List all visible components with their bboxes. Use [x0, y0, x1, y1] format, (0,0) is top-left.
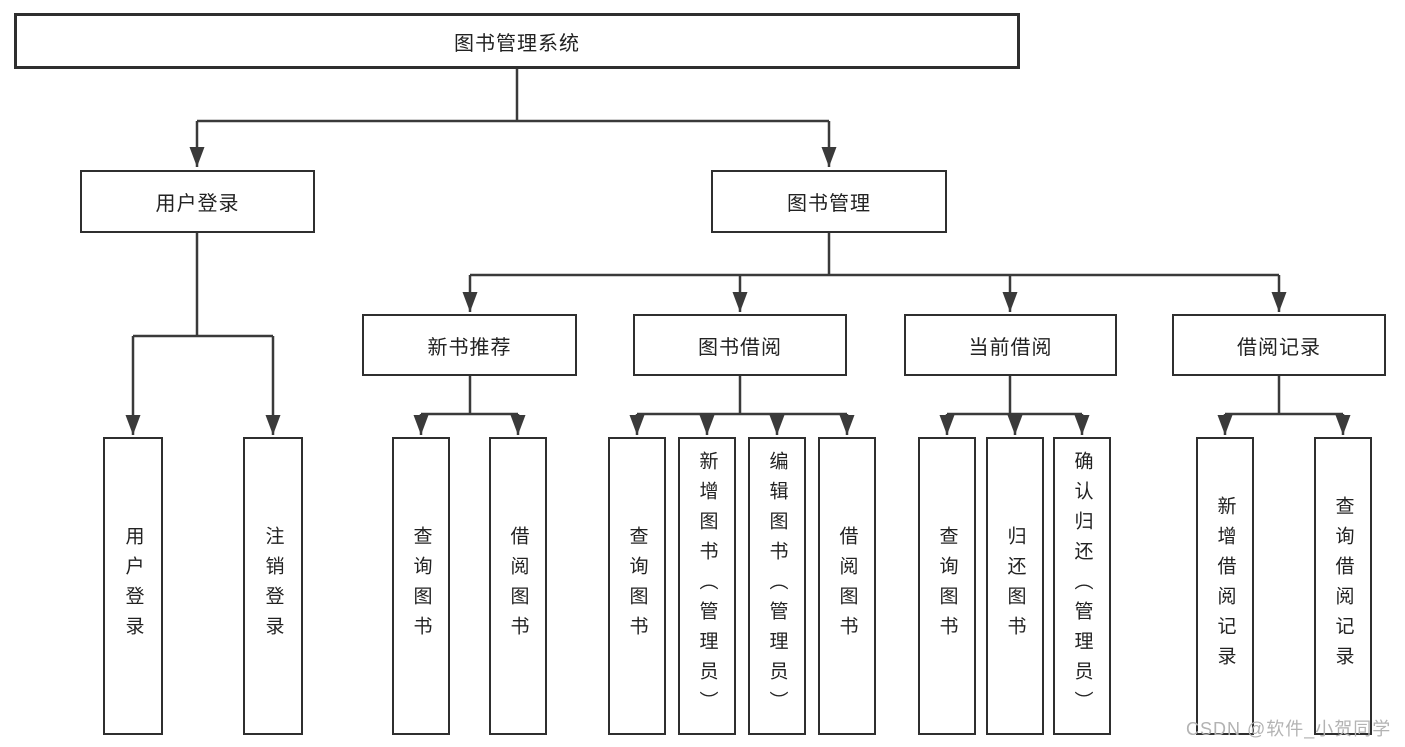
leaf-borrow-books-1: 借阅图书: [489, 437, 547, 735]
leaf-logout-label: 注销登录: [262, 526, 284, 646]
leaf-user-login-label: 用户登录: [122, 526, 144, 646]
connector-current-borrow-children: [939, 376, 1090, 435]
node-current-borrowing-label: 当前借阅: [968, 336, 1053, 359]
node-root-system: 图书管理系统: [14, 13, 1020, 69]
leaf-confirm-return-admin: 确认归还（管理员）: [1053, 437, 1111, 735]
leaf-query-books-3-label: 查询图书: [936, 526, 958, 646]
leaf-return-books: 归还图书: [986, 437, 1044, 735]
connector-book-borrow-children: [629, 376, 855, 435]
node-user-login: 用户登录: [80, 170, 315, 233]
leaf-user-login: 用户登录: [103, 437, 163, 735]
leaf-edit-books-admin-label: 编辑图书（管理员）: [766, 451, 788, 721]
leaf-query-books-1: 查询图书: [392, 437, 450, 735]
node-root-label: 图书管理系统: [454, 32, 580, 55]
connector-user-login-children: [125, 233, 281, 435]
leaf-borrow-books-2: 借阅图书: [818, 437, 876, 735]
node-user-login-label: 用户登录: [155, 193, 240, 215]
leaf-query-books-2: 查询图书: [608, 437, 666, 735]
leaf-query-books-2-label: 查询图书: [626, 526, 648, 646]
leaf-add-books-admin-label: 新增图书（管理员）: [696, 451, 718, 721]
leaf-logout: 注销登录: [243, 437, 303, 735]
node-book-management-label: 图书管理: [787, 193, 871, 215]
leaf-add-books-admin: 新增图书（管理员）: [678, 437, 736, 735]
leaf-return-books-label: 归还图书: [1004, 526, 1026, 646]
leaf-query-books-3: 查询图书: [918, 437, 976, 735]
connector-book-mgmt-children: [462, 233, 1287, 312]
leaf-add-borrow-record-label: 新增借阅记录: [1214, 496, 1236, 676]
node-book-borrowing: 图书借阅: [633, 314, 847, 376]
leaf-borrow-books-2-label: 借阅图书: [836, 526, 858, 646]
leaf-borrow-books-1-label: 借阅图书: [507, 526, 529, 646]
node-new-book-recommend: 新书推荐: [362, 314, 577, 376]
csdn-watermark-text: CSDN @软件_小贺同学: [1186, 719, 1392, 739]
leaf-query-borrow-record-label: 查询借阅记录: [1332, 496, 1354, 676]
connector-root-to-level2: [189, 69, 837, 167]
leaf-edit-books-admin: 编辑图书（管理员）: [748, 437, 806, 735]
csdn-watermark: CSDN @软件_小贺同学: [1186, 715, 1391, 741]
leaf-add-borrow-record: 新增借阅记录: [1196, 437, 1254, 735]
node-borrowing-records: 借阅记录: [1172, 314, 1386, 376]
leaf-query-books-1-label: 查询图书: [410, 526, 432, 646]
node-current-borrowing: 当前借阅: [904, 314, 1117, 376]
node-book-borrowing-label: 图书借阅: [698, 336, 782, 359]
node-book-management: 图书管理: [711, 170, 947, 233]
connector-new-book-children: [413, 376, 526, 435]
connector-borrow-record-children: [1217, 376, 1351, 435]
node-new-book-recommend-label: 新书推荐: [427, 336, 512, 359]
node-borrowing-records-label: 借阅记录: [1237, 336, 1321, 359]
leaf-confirm-return-admin-label: 确认归还（管理员）: [1071, 451, 1093, 721]
leaf-query-borrow-record: 查询借阅记录: [1314, 437, 1372, 735]
